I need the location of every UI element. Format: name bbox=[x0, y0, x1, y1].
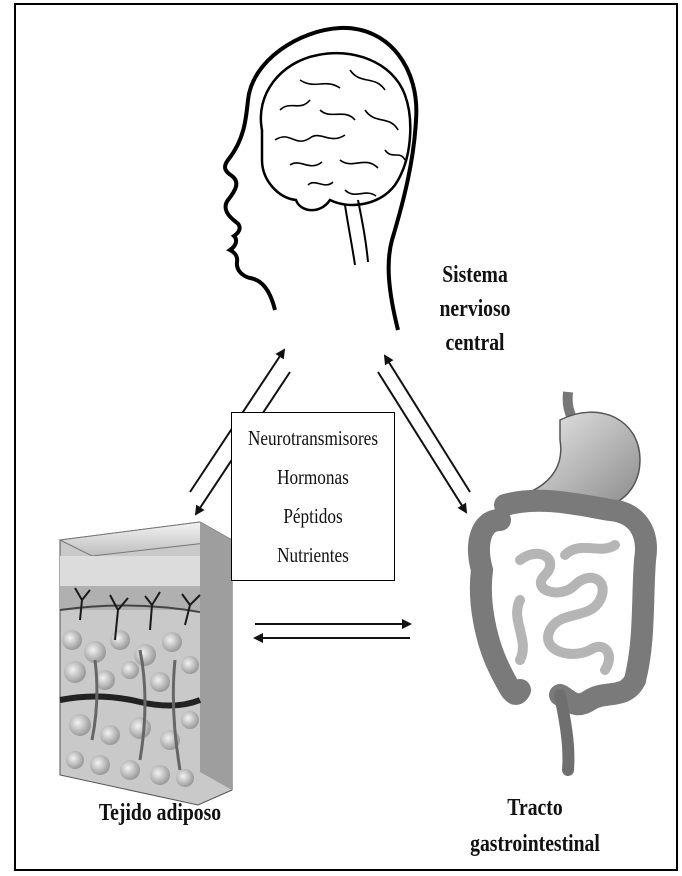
adipose-tissue-icon bbox=[60, 522, 232, 805]
gi-label-line1: Tracto bbox=[507, 795, 562, 821]
signal-box: Neurotransmisores Hormonas Péptidos Nutr… bbox=[231, 412, 395, 581]
large-intestine bbox=[479, 501, 646, 705]
cns-label: Sistema nervioso central bbox=[414, 258, 537, 360]
arrow-gi-to-cns bbox=[385, 356, 470, 492]
small-intestine bbox=[517, 545, 615, 670]
signal-item: Nutrientes bbox=[247, 536, 380, 575]
rectum bbox=[560, 695, 568, 770]
brain-outline bbox=[261, 53, 410, 210]
gi-label-line2: gastrointestinal bbox=[470, 831, 600, 857]
adipose-label: Tejido adiposo bbox=[78, 800, 242, 827]
digestive-tract-icon bbox=[479, 392, 646, 770]
signal-item: Péptidos bbox=[247, 497, 380, 536]
brain-folds bbox=[275, 70, 405, 196]
cns-label-line1: Sistema nervioso bbox=[439, 262, 510, 322]
signal-item: Hormonas bbox=[247, 458, 380, 497]
head-outline bbox=[225, 28, 416, 330]
brainstem bbox=[345, 200, 368, 265]
signal-item: Neurotransmisores bbox=[247, 419, 380, 458]
gi-label: Tracto gastrointestinal bbox=[457, 790, 613, 862]
head-brain-icon bbox=[225, 28, 416, 330]
cns-label-line2: central bbox=[445, 330, 504, 356]
